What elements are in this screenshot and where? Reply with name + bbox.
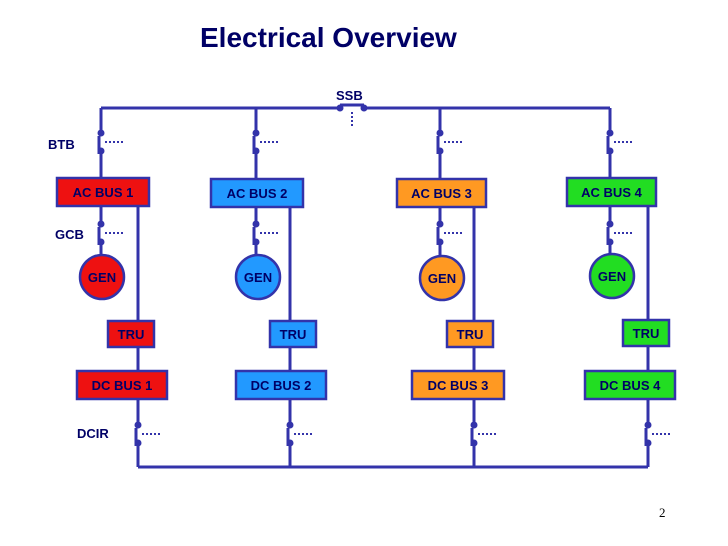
ssb-label: SSB <box>336 88 363 103</box>
tru-3-rect <box>445 319 495 349</box>
btb-label: BTB <box>48 137 75 152</box>
ac-bus-3-label: AC BUS 3 <box>411 186 472 201</box>
tru-2-rect <box>268 319 318 349</box>
page-number: 2 <box>659 505 666 520</box>
page-title: Electrical Overview <box>200 22 457 53</box>
ac-bus-1-label: AC BUS 1 <box>73 185 134 200</box>
ac-bus-1-rect <box>55 176 151 208</box>
tru-2-label: TRU <box>280 327 307 342</box>
ac-bus-3: AC BUS 3 <box>395 177 488 209</box>
tru-4: TRU <box>621 318 671 348</box>
ac-bus-2: AC BUS 2 <box>209 177 305 209</box>
dc-bus-2-rect <box>234 369 328 401</box>
ac-bus-4-rect <box>565 176 658 208</box>
btb-breaker-3 <box>436 129 462 155</box>
generator-3: GEN <box>418 254 466 302</box>
dc-bus-1: DC BUS 1 <box>75 369 169 401</box>
dcir-breaker-3 <box>470 421 496 447</box>
generator-4-label: GEN <box>598 269 626 284</box>
btb-breaker-1 <box>97 129 123 155</box>
tru-1: TRU <box>106 319 156 349</box>
gcb-breaker-4 <box>606 220 632 246</box>
gcb-breaker-3 <box>436 220 462 246</box>
dc-bus-2-label: DC BUS 2 <box>251 378 312 393</box>
tru-3-label: TRU <box>457 327 484 342</box>
ac-bus-2-label: AC BUS 2 <box>227 186 288 201</box>
dc-bus-4-label: DC BUS 4 <box>600 378 661 393</box>
ac-bus-1: AC BUS 1 <box>55 176 151 208</box>
dc-bus-4-rect <box>583 369 677 401</box>
generator-1-circle <box>78 253 126 301</box>
generator-3-label: GEN <box>428 271 456 286</box>
ac-bus-2-rect <box>209 177 305 209</box>
components: AC BUS 1 TRU DC BUS 1 GEN AC BUS 2 TRU DC BUS … <box>55 176 677 401</box>
btb-breaker-4 <box>606 129 632 155</box>
ac-bus-4-label: AC BUS 4 <box>581 185 642 200</box>
dc-bus-3-label: DC BUS 3 <box>428 378 489 393</box>
generator-4-circle <box>588 252 636 300</box>
btb-breaker-2 <box>252 129 278 155</box>
dc-bus-2: DC BUS 2 <box>234 369 328 401</box>
dc-bus-4: DC BUS 4 <box>583 369 677 401</box>
ssb-breaker <box>336 103 368 128</box>
dcir-label: DCIR <box>77 426 109 441</box>
dcir-breaker-1 <box>134 421 160 447</box>
tru-4-rect <box>621 318 671 348</box>
generator-4: GEN <box>588 252 636 300</box>
dcir-breaker-4 <box>644 421 670 447</box>
wiring <box>97 103 670 469</box>
tru-1-label: TRU <box>118 327 145 342</box>
dcir-breaker-2 <box>286 421 312 447</box>
dc-bus-1-rect <box>75 369 169 401</box>
gcb-breaker-2 <box>252 220 278 246</box>
generator-1: GEN <box>78 253 126 301</box>
generator-3-circle <box>418 254 466 302</box>
generator-2: GEN <box>234 253 282 301</box>
dc-bus-1-label: DC BUS 1 <box>92 378 153 393</box>
tru-1-rect <box>106 319 156 349</box>
gcb-breaker-1 <box>97 220 123 246</box>
generator-1-label: GEN <box>88 270 116 285</box>
generator-2-label: GEN <box>244 270 272 285</box>
ac-bus-3-rect <box>395 177 488 209</box>
tru-4-label: TRU <box>633 326 660 341</box>
ac-bus-4: AC BUS 4 <box>565 176 658 208</box>
dc-bus-3-rect <box>410 369 506 401</box>
dc-bus-3: DC BUS 3 <box>410 369 506 401</box>
gcb-label: GCB <box>55 227 84 242</box>
generator-2-circle <box>234 253 282 301</box>
tru-3: TRU <box>445 319 495 349</box>
tru-2: TRU <box>268 319 318 349</box>
